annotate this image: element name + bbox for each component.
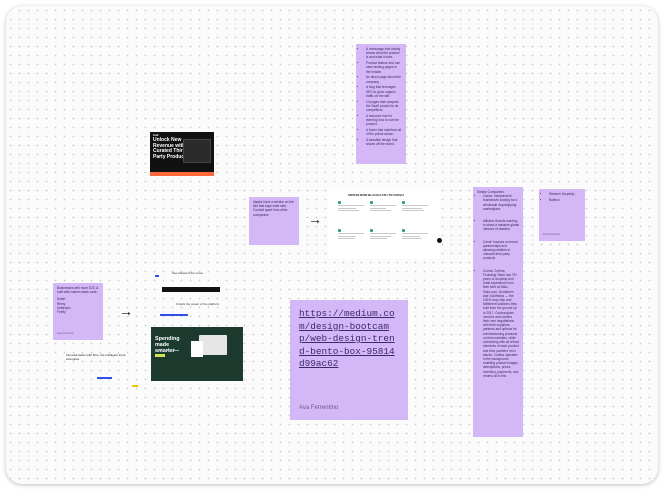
list-item: Sotter [57, 297, 66, 302]
list-item: Canal: focuses on brand partnerships and… [483, 240, 519, 261]
list-item: Product feature and use case landing pag… [366, 61, 402, 74]
black-banner-screenshot[interactable] [162, 287, 220, 292]
hero-color-strip [150, 172, 214, 176]
blue-bar [97, 377, 112, 379]
yellow-bar [132, 385, 138, 387]
sticky-note-businesses[interactable]: Businesses with more D2C & built with cu… [53, 283, 103, 340]
list-item: A beautiful design that shows off the br… [366, 138, 402, 146]
list-item: A resource hub for learning how to use t… [366, 114, 402, 127]
bento-cell [402, 229, 428, 243]
sticky-note-features[interactable]: A homepage that clearly shows what the p… [356, 44, 406, 164]
arrow-right-icon: → [308, 211, 322, 227]
hero-logo: bolt [153, 133, 159, 137]
note-author: Ava Ferrentino [57, 331, 74, 335]
chat-bubble-icon[interactable] [437, 238, 442, 243]
bento-heading: SMTHIS RNW BLACKH ATH TO FHNVH [348, 193, 404, 197]
small-screenshot-caption: See ahead of the curve [172, 271, 204, 275]
bento-article-link[interactable]: https://medium.com/design-bootcamp/web-d… [299, 308, 395, 369]
phone-mockup [191, 341, 203, 357]
note-author: Ava Ferrentino [299, 404, 339, 411]
note-author: Ava Ferrentino [543, 232, 560, 236]
note-intro: Businesses with more D2C & built with cu… [57, 286, 99, 295]
hero-image [183, 139, 211, 163]
sticky-note-similar-companies[interactable]: Similar Companies: Caeso: independent bu… [473, 187, 523, 437]
sticky-note-maybe-section[interactable]: Maybe have a section on the site that sa… [249, 197, 299, 245]
western-list: Western Dropship Bolteun [543, 192, 581, 202]
list-item: A blog that leverages SEO to grow organi… [366, 85, 402, 98]
sticky-note-western-dropship[interactable]: Western Dropship Bolteun Ava Ferrentino [539, 189, 585, 241]
bento-cell [338, 201, 364, 215]
bento-cell [338, 229, 364, 243]
device-mockup [199, 335, 227, 355]
list-item: Firefly [57, 310, 66, 315]
list-item: Western Dropship [549, 192, 581, 196]
list-item: Remy [57, 301, 66, 306]
list-item: An about page about the company. [366, 75, 402, 83]
list-item: Curina: Curtina, Founding Team has 75+ y… [483, 269, 519, 378]
green-hero-subtext [155, 350, 179, 351]
hero-headline: Unlock New Revenue with Curated Third-Pa… [153, 137, 189, 160]
sticky-note-link[interactable]: https://medium.com/design-bootcamp/web-d… [290, 300, 408, 420]
list-item: 10 pages that compare the SaaS product t… [366, 100, 402, 113]
list-item: Bolteun [549, 198, 581, 202]
footer-caption: Unlock the power of the platform [176, 302, 220, 306]
green-hero-cta [155, 354, 165, 357]
blue-bar [160, 314, 188, 316]
note-title: Similar Companies: [477, 190, 505, 194]
bento-cell [402, 201, 428, 215]
list-item: A homepage that clearly shows what the p… [366, 47, 402, 60]
list-item: Caeso: independent businesses looking fo… [483, 194, 519, 211]
whiteboard-canvas[interactable]: A homepage that clearly shows what the p… [6, 6, 658, 484]
blue-bar [155, 275, 159, 277]
note-text: Maybe have a section on the site that sa… [253, 200, 294, 217]
bento-grid-screenshot[interactable]: SMTHIS RNW BLACKH ATH TO FHNVH [328, 189, 440, 259]
bento-cell [370, 201, 396, 215]
green-hero-screenshot[interactable]: Spending made smarter [151, 327, 243, 381]
quote-snippet: Innovate faster with fibre, the intellig… [66, 353, 126, 361]
dark-hero-screenshot[interactable]: bolt Unlock New Revenue with Curated Thi… [150, 132, 214, 176]
similar-list: Caeso: independent businesses looking fo… [477, 194, 519, 378]
list-item: A footer that mentions all of the points… [366, 128, 402, 136]
green-hero-headline: Spending made smarter [155, 336, 180, 354]
bento-cell [370, 229, 396, 243]
list-item: Anthropic [57, 305, 71, 310]
features-list: A homepage that clearly shows what the p… [360, 47, 402, 146]
arrow-right-icon: → [119, 303, 133, 319]
list-item: Alibaba: Brands wanting to stand a massi… [483, 219, 519, 232]
